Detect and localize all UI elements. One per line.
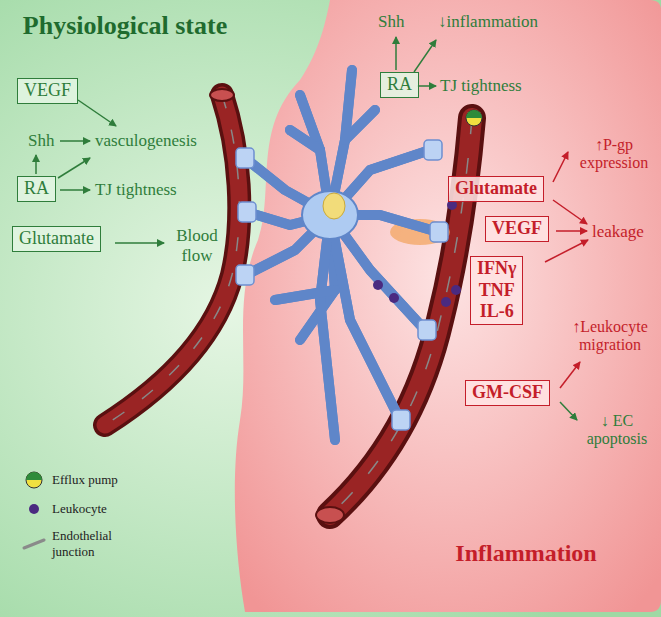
signal-name: IFNγ TNF IL-6 [477,258,516,321]
signal-box: GM-CSF [465,380,550,406]
effect-arrow [545,240,588,262]
legend-sample [22,499,46,519]
signal-name: VEGF [492,218,542,238]
signal-name: Glutamate [19,228,94,248]
legend-text: Endothelial junction [52,528,124,560]
legend-item: Leukocyte [22,499,124,519]
signal-name: RA [24,178,49,198]
signal-name: Glutamate [455,178,537,198]
efflux-pump [466,110,474,118]
effect-label: Blood flow [168,226,226,265]
signal-box: RA [17,176,56,202]
panel-heading: Inflammation [426,540,626,566]
efflux-pump-icon [34,472,42,480]
astrocyte [392,410,410,430]
effect-arrow [36,37,577,420]
legend-text: Efflux pump [52,472,118,488]
legend-sample [22,534,46,554]
astrocyte [236,148,254,168]
effect-label: Shh [378,12,404,32]
junction-icon [24,540,44,548]
leukocyte [389,293,399,303]
effect-arrow [78,100,116,126]
panel-heading: Physiological state [10,12,240,41]
astrocyte [236,140,448,430]
signal-name: GM-CSF [472,382,543,402]
state-panel: Physiological stateVEGF RA Glutamate [0,0,250,617]
signal-box: RA [380,72,419,98]
signal-name: RA [387,74,412,94]
effect-arrow [414,40,436,72]
effect-arrow [60,140,90,142]
effect-label: ↓ EC apoptosis [580,412,654,449]
effect-label: TJ tightness [95,180,177,200]
astrocyte [236,265,254,285]
blood-vessel [210,89,234,101]
astrocyte [424,140,442,160]
effect-arrow [60,189,90,191]
leukocyte [373,280,383,290]
effect-label: vasculogenesis [95,131,197,151]
effect-arrow [553,200,587,224]
legend-text: Leukocyte [52,501,107,517]
effect-arrow [553,152,568,182]
astrocyte [238,202,256,222]
effect-arrow [115,242,164,244]
efflux-pump [474,110,482,118]
legend-swatch [29,504,39,514]
leukocyte [373,200,461,307]
legend-sample [22,470,46,490]
astrocyte [245,70,438,440]
effect-label: Shh [28,131,54,151]
legend-item: Endothelial junction [22,528,124,560]
effect-arrow [35,155,37,174]
effect-label: ↑P-gp expression [572,136,656,173]
effect-arrow [395,37,397,70]
signal-name: VEGF [24,80,71,100]
signal-box: Glutamate [448,176,544,202]
signal-box: Glutamate [12,226,101,252]
legend: Efflux pumpLeukocyteEndothelial junction [22,470,124,569]
efflux-pump [466,110,482,126]
blood-vessel [316,507,344,523]
astrocyte [236,70,448,440]
effect-arrow [417,85,436,87]
effect-arrow [58,158,90,178]
signal-box: VEGF [17,78,78,104]
astrocyte [418,320,436,340]
effect-arrow [560,402,577,420]
signal-box: VEGF [485,216,549,242]
efflux-pump-icon [26,472,42,488]
effect-arrow [556,230,587,232]
leukocyte [441,297,451,307]
effect-label: ↓inflammation [438,12,538,32]
effect-arrow [560,362,580,388]
astrocyte [323,193,345,219]
signal-box: IFNγ TNF IL-6 [470,256,523,325]
inflammation-ground [235,0,661,612]
astrocyte [245,70,438,440]
efflux-pump [466,110,482,126]
efflux-pump-icon [26,472,34,480]
effect-label: leakage [592,222,644,242]
effect-label: ↑Leukocyte migration [565,318,655,355]
legend-item: Efflux pump [22,470,124,490]
astrocyte [430,222,448,242]
leukocyte [451,285,461,295]
astrocyte [302,191,358,239]
effect-label: TJ tightness [440,76,522,96]
